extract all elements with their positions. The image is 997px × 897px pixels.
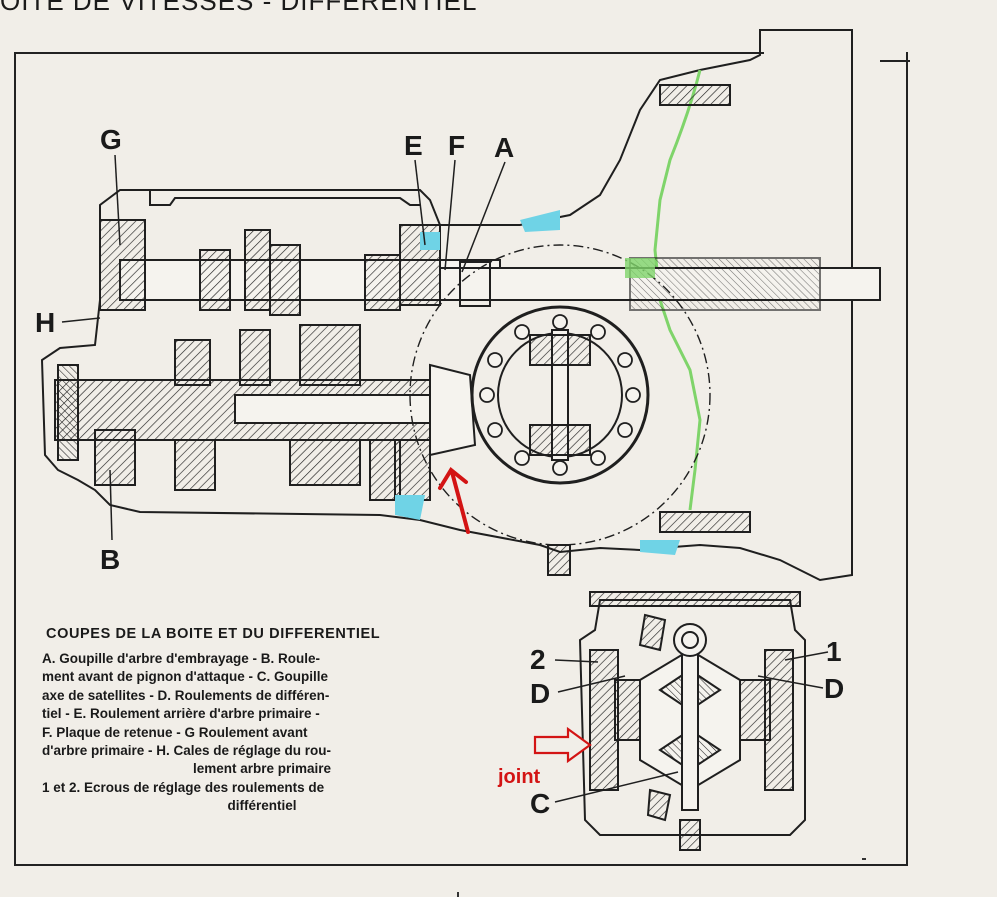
gear-9 [289, 439, 361, 486]
gearbox-section [40, 29, 881, 582]
joint-arrow [533, 726, 592, 764]
leader-e [414, 159, 426, 246]
diff-bearing-lower [394, 439, 431, 501]
leader-f [444, 159, 456, 271]
pinion-front-splines [57, 364, 79, 461]
caption-title: COUPES DE LA BOITE ET DU DIFFERENTIEL [46, 626, 381, 642]
callout-f: F [448, 130, 466, 161]
differential-bolt-holes [479, 314, 641, 476]
callout-d-left: D [530, 678, 551, 709]
gear-3 [269, 244, 301, 316]
diff-bottom-bolt [679, 819, 701, 851]
output-shaft-splined [629, 257, 821, 311]
gear-4 [364, 254, 401, 311]
caption-line: lement arbre primaire [192, 761, 332, 777]
diff-pin-head-inner [681, 631, 699, 649]
satellite-lower [529, 424, 591, 456]
differential-case [470, 305, 650, 485]
grease-cyan-1 [520, 210, 560, 232]
gear-5 [174, 339, 211, 386]
frame-top-edge [14, 52, 764, 54]
grease-cyan-2 [395, 495, 425, 520]
caption-line: tiel - E. Roulement arrière d'arbre prim… [42, 706, 320, 722]
gear-6 [239, 329, 271, 386]
callout-c: C [530, 788, 551, 819]
top-bolt [659, 84, 731, 106]
differential-section [554, 591, 829, 851]
leader-2 [554, 659, 599, 663]
caption-line: axe de satellites - D. Roulements de dif… [42, 687, 330, 703]
callout-1: 1 [826, 636, 842, 667]
grease-cyan-4 [420, 232, 440, 250]
front-bearing-b [94, 429, 136, 486]
leader-h [61, 317, 101, 323]
callout-e: E [404, 130, 423, 161]
diff-adjust-nut-left [589, 649, 619, 791]
callout-h: H [35, 307, 56, 338]
front-bearing-g [99, 219, 146, 311]
leader-d-right [757, 675, 824, 689]
diff-pin-head [673, 623, 707, 657]
diff-crown-tooth-bottom [646, 788, 672, 822]
retaining-plate-f [459, 261, 491, 307]
upper-cover [149, 190, 420, 206]
bottom-bolt [659, 511, 751, 533]
pinion-head [429, 363, 477, 457]
gear-7 [299, 324, 361, 386]
caption-line: différentiel [227, 798, 297, 814]
caption-line: d'arbre primaire - H. Cales de réglage d… [42, 743, 332, 759]
caption-line: 1 et 2. Ecrous de réglage des roulements… [42, 779, 325, 795]
pinion-shaft-core [234, 394, 456, 424]
diff-housing-outline [578, 599, 806, 836]
leader-g [114, 154, 121, 246]
leader-1 [784, 651, 829, 661]
callout-b: B [100, 544, 121, 575]
gear-8 [174, 439, 216, 491]
callout-g: G [100, 124, 122, 155]
figure-caption: COUPES DE LA BOITE ET DU DIFFERENTIEL A.… [42, 626, 482, 816]
leader-d-left [557, 675, 626, 693]
header-partial-title: OITE DE VITESSES - DIFFERENTIEL [0, 0, 478, 16]
callout-a: A [494, 132, 515, 163]
diff-housing-top [589, 591, 801, 607]
leader-c [554, 771, 679, 803]
leader-b [109, 469, 113, 541]
diff-crown-tooth-top [638, 613, 667, 652]
joint-label: joint [498, 766, 541, 788]
grease-green-blob [625, 258, 655, 278]
callout-d-right: D [824, 673, 845, 704]
callout-2: 2 [530, 644, 546, 675]
drain-plug [547, 544, 571, 576]
gear-2 [244, 229, 271, 311]
caption-line: F. Plaque de retenue - G Roulement avant [42, 724, 308, 740]
caption-body: A. Goupille d'arbre d'embrayage - B. Rou… [42, 650, 482, 816]
gear-1 [199, 249, 231, 311]
caption-line: ment avant de pignon d'attaque - C. Goup… [42, 669, 328, 685]
red-arrow-pointer [438, 467, 470, 534]
diff-satellite-pin [681, 639, 699, 811]
drawing-frame [14, 52, 908, 866]
satellite-upper [529, 334, 591, 366]
leader-a [461, 161, 506, 273]
caption-line: A. Goupille d'arbre d'embrayage - B. Rou… [42, 651, 320, 666]
frame-top-edge-right [880, 60, 910, 62]
grease-cyan-3 [640, 540, 680, 555]
bell-housing-outline [40, 29, 853, 582]
